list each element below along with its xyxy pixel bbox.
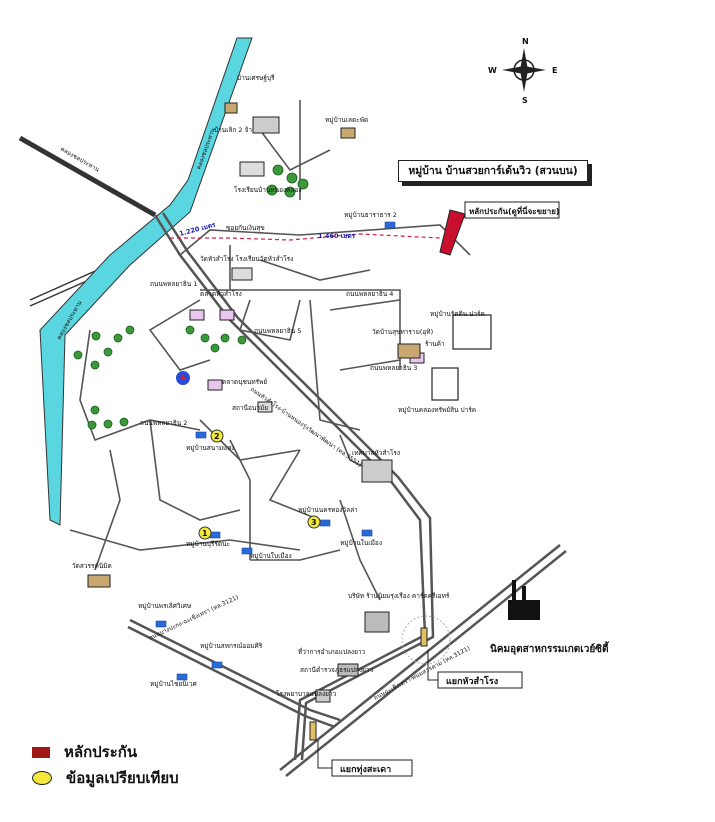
legend-red-swatch-icon: [32, 746, 50, 758]
place-label: หมู่บ้านไชยนิเวศ: [150, 680, 198, 688]
legend-item1-label: หลักประกัน: [64, 743, 138, 761]
place-label: หมู่บ้านคลองทรัพย์สิน ปาร์ค: [398, 406, 476, 414]
place-label: หมู่บ้านธาราธาร 2: [344, 211, 397, 219]
intersect-bottom-label: แยกทุ่งสะเดา: [340, 764, 391, 775]
collateral-marker-icon: [439, 209, 466, 256]
place-label: โรงเรียนบ้านหนองคลอง: [234, 186, 302, 194]
place-label: หมู่บ้านสหกรณ์ออมศิริ: [200, 642, 263, 650]
comparable-markers: [198, 429, 321, 540]
canal-body: [39, 37, 253, 526]
distance-2-label: 1.220 เมตร: [178, 220, 216, 237]
place-label: หมู่บ้านสนามแสง: [186, 444, 234, 452]
place-label: ร้านค้า: [425, 340, 445, 348]
intersect-main-label: แยกหัวสำโรง: [446, 675, 498, 687]
legend-item-collateral: หลักประกัน: [32, 740, 137, 764]
road-canal-nw: [18, 135, 157, 218]
intersect-bottom-box: [331, 759, 413, 777]
place-label: วัดสวรรค์นิมิต: [72, 562, 112, 570]
comparable-3-label: 3: [311, 518, 317, 527]
callout-line: [427, 650, 440, 681]
place-label: เทศบาลหัวสำโรง: [352, 449, 400, 457]
place-label: หมู่บ้านบุรีรัตนะ: [186, 540, 230, 548]
place-label: หมู่บ้านใบเมือง: [250, 552, 292, 560]
place-label: บริษัท ร้านนิยมรุ่งเรือง คาร์ดครีเอทร์: [348, 592, 450, 600]
building-icons: [87, 102, 540, 703]
place-label: หมู่บ้านในเมือง: [340, 539, 382, 547]
place-label: ถนนพหลยาธิน 2: [140, 419, 187, 427]
road-3121-right: [279, 544, 561, 771]
place-label: หมู่บ้านนครทองวิลล่า: [298, 506, 358, 514]
marker-label: หลักประกัน(ดูที่นี่จะขยาย): [469, 205, 560, 217]
petrol-station-icon: [176, 371, 190, 385]
road-3121-left-b: [127, 625, 336, 729]
place-label: วัดบ้านสุขทาราม(อุทิ): [372, 328, 433, 336]
road-3121-left: [129, 618, 341, 722]
place-label: ถนนพหลยาธิน 4: [346, 290, 393, 298]
canal-edge: [29, 39, 247, 307]
place-label: โรงพยาบาลแปลงยาว: [276, 690, 337, 698]
place-label: ตลาดหัวสำโรง: [200, 290, 242, 298]
legend-yellow-swatch-icon: [32, 771, 52, 785]
distance-line: [170, 233, 441, 241]
place-label: วัดหัวสำโรง โรงเรียนวัดหัวสำโรง: [200, 255, 293, 263]
place-label: บ้านเลิก 2 จ้า: [214, 126, 252, 134]
place-label: ที่ว่าการอำเภอแปลงยาว: [298, 647, 366, 656]
place-label: ตลาดนุชนทรัพย์: [222, 378, 267, 386]
main-road-3551-b: [161, 212, 435, 761]
comparable-2-label: 2: [214, 432, 220, 441]
place-label: ถนนพหลยาธิน 1: [150, 280, 197, 288]
place-label: หมู่บ้านรัตติน ปาร์ค: [430, 310, 485, 318]
tree-clusters: [73, 164, 309, 430]
compass-w: W: [488, 66, 497, 75]
place-label: หมู่บ้านเลตะพัด: [325, 116, 368, 124]
distance-1-label: 1.460 เมตร: [318, 232, 356, 240]
place-label: สถานีอนามัย: [232, 404, 268, 412]
compass-s: S: [522, 96, 528, 105]
compass-e: E: [552, 66, 557, 75]
compass: N S E W: [488, 37, 557, 105]
place-label: ถนนพหลยาธิน 5: [254, 327, 301, 335]
place-label: หมู่บ้านพรเลิศวิเศษ: [138, 602, 192, 610]
place-label: ถนนพหลยาธิน 3: [370, 364, 417, 372]
map-title: หมู่บ้าน บ้านสวยการ์เด้นวิว (สวนบน): [398, 160, 588, 182]
industrial-estate-label: นิคมอุตสาหกรรมเกตเวย์ซิตี้: [490, 641, 610, 655]
marker-label-box: [464, 201, 560, 219]
place-label: สถานีตำรวจภูธรแปลงยาว: [300, 666, 373, 674]
compass-n: N: [522, 37, 529, 46]
place-label: บ้านเศรษฐ์บุรี: [237, 74, 275, 82]
place-label: ซอยกันเงินสุข: [226, 224, 265, 232]
intersect-main-box: [437, 671, 523, 689]
legend-item2-label: ข้อมูลเปรียบเทียบ: [66, 769, 179, 787]
callout-line: [317, 740, 332, 769]
comparable-1-label: 1: [202, 529, 208, 538]
intersections: [309, 615, 451, 741]
legend-item-comparable: ข้อมูลเปรียบเทียบ: [32, 766, 179, 790]
